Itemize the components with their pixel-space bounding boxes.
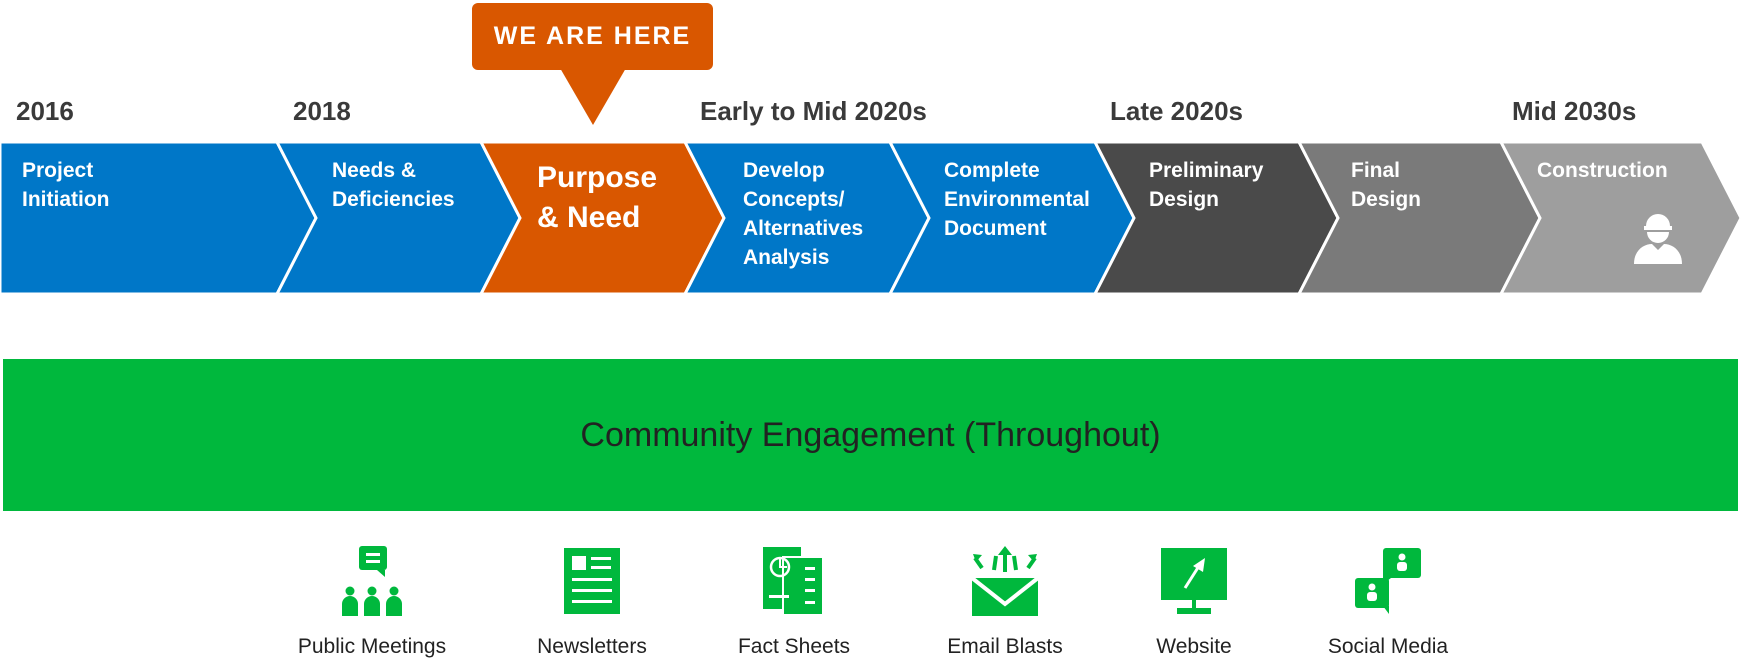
channel-social-media: Social Media — [1288, 545, 1488, 659]
community-engagement-title: Community Engagement (Throughout) — [580, 415, 1161, 454]
timeline-chevrons — [0, 140, 1741, 296]
stage-label: Needs &Deficiencies — [332, 159, 455, 211]
channel-label: Fact Sheets — [737, 635, 851, 658]
channel-label: Public Meetings — [297, 635, 447, 658]
public-meetings-icon — [342, 546, 402, 616]
we-are-here-callout: WE ARE HERE — [472, 3, 713, 70]
channel-label: Website — [1156, 635, 1232, 658]
stage-label-current: Purpose& Need — [537, 161, 658, 234]
year-label: 2018 — [293, 96, 351, 126]
social-media-icon — [1355, 548, 1421, 614]
channel-email-blasts: Email Blasts — [905, 545, 1105, 659]
channel-label: Email Blasts — [947, 635, 1063, 658]
stage-label: Construction — [1537, 159, 1668, 182]
construction-worker-icon — [1634, 214, 1682, 264]
email-icon — [970, 546, 1040, 616]
channel-public-meetings: Public Meetings — [272, 545, 472, 659]
callout-pointer — [560, 68, 626, 125]
channel-website: Website — [1094, 545, 1294, 659]
callout-label: WE ARE HERE — [493, 22, 692, 50]
channel-label: Newsletters — [537, 635, 647, 658]
channel-fact-sheets: Fact Sheets — [694, 545, 894, 659]
year-label: Late 2020s — [1110, 96, 1243, 126]
website-icon — [1161, 548, 1227, 614]
year-label: 2016 — [16, 96, 74, 126]
year-label: Mid 2030s — [1512, 96, 1637, 126]
chevron-stage-8 — [1498, 140, 1741, 296]
newsletter-icon — [564, 548, 620, 614]
community-engagement-band: Community Engagement (Throughout) — [3, 359, 1738, 511]
channel-newsletters: Newsletters — [492, 545, 692, 659]
fact-sheet-icon — [763, 547, 824, 616]
year-label: Early to Mid 2020s — [700, 96, 927, 126]
channel-label: Social Media — [1327, 635, 1449, 658]
